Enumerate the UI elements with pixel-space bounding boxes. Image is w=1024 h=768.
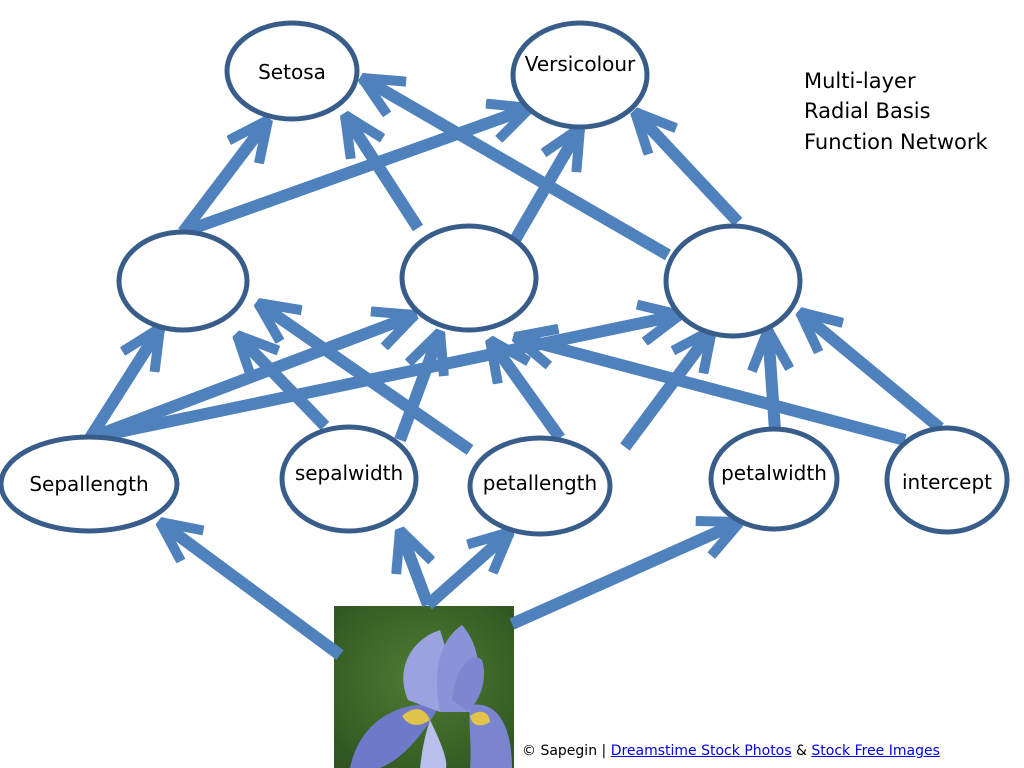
edge-petallength-h1 [258, 303, 474, 455]
edge-sepalwidth-h1 [237, 335, 330, 431]
edge-h1-setosa [178, 120, 268, 236]
node-setosa [224, 20, 360, 122]
input-layer: Sepallength sepalwidth petallength petal… [0, 424, 1010, 537]
edge-photo-petalwidth [509, 522, 740, 630]
node-petalwidth-label: petalwidth [721, 461, 827, 485]
stock-free-images-link[interactable]: Stock Free Images [811, 743, 940, 759]
node-petallength-label: petallength [483, 471, 597, 495]
edge-sepallength-h1 [84, 328, 160, 442]
hidden-layer [116, 223, 803, 339]
title-line-1: Multi-layer [804, 69, 916, 93]
node-petallength [467, 435, 613, 537]
node-intercept-label: intercept [902, 470, 992, 494]
title-line-3: Function Network [804, 130, 988, 154]
dreamstime-link[interactable]: Dreamstime Stock Photos [610, 743, 792, 759]
photo-credit: © Sapegin | Dreamstime Stock Photos & St… [522, 743, 940, 759]
edge-intercept-h2 [515, 337, 907, 446]
edge-photo-petallength [424, 532, 510, 610]
node-intercept [884, 425, 1010, 535]
edge-sepallength-h3 [88, 315, 680, 444]
edge-photo-sepalwidth [400, 530, 428, 608]
node-petalwidth [708, 426, 840, 532]
node-sepallength-label: Sepallength [29, 472, 148, 496]
edge-intercept-h3 [800, 312, 944, 433]
edge-petalwidth-h3 [768, 330, 775, 431]
node-sepalwidth [279, 424, 419, 534]
edge-h2-setosa [345, 115, 424, 232]
node-sepallength [0, 434, 180, 534]
node-setosa-label: Setosa [258, 60, 326, 84]
edge-h3-setosa [362, 78, 672, 261]
edge-photo-sepallength [160, 522, 344, 660]
credit-prefix: © Sapegin | [522, 743, 611, 759]
node-hidden-3 [663, 223, 803, 339]
credit-middle: & [791, 743, 812, 759]
edge-h1-versicolour [180, 108, 530, 238]
iris-photo [334, 606, 514, 768]
edge-petallength-h2 [490, 340, 565, 442]
edges [84, 78, 944, 660]
node-hidden-2 [399, 223, 539, 333]
node-hidden-1 [116, 229, 250, 333]
output-layer: Setosa Versicolour [224, 20, 650, 130]
title-line-2: Radial Basis [804, 99, 931, 123]
edge-sepalwidth-h2 [394, 332, 440, 443]
edge-petallength-h3 [620, 330, 712, 451]
node-sepalwidth-label: sepalwidth [295, 461, 403, 485]
edge-h3-versicolour [635, 112, 743, 227]
node-versicolour [510, 20, 650, 130]
node-versicolour-label: Versicolour [525, 52, 636, 76]
